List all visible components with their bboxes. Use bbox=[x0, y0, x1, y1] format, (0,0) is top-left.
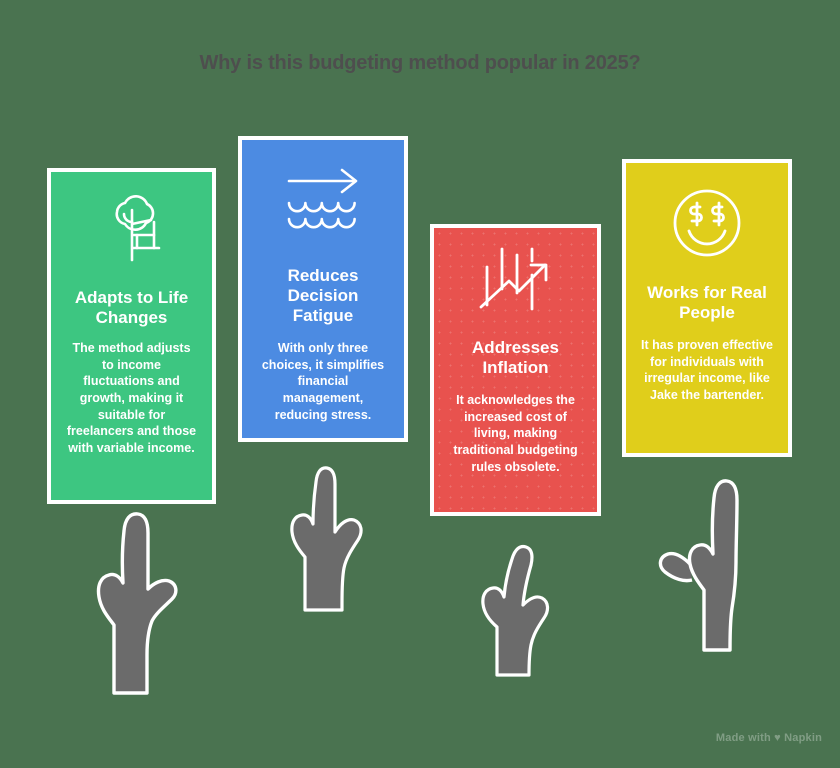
page-title: Why is this budgeting method popular in … bbox=[199, 52, 641, 74]
pointing-up-hand-icon bbox=[658, 479, 739, 652]
card-title: Works for Real People bbox=[647, 283, 767, 323]
card-adapts-to-life-changes[interactable]: Adapts to Life Changes The method adjust… bbox=[47, 168, 216, 504]
arrow-over-waves-icon-wrapper bbox=[256, 162, 390, 242]
card-works-for-real-people[interactable]: Works for Real People It has proven effe… bbox=[622, 159, 792, 457]
card-title: Addresses Inflation bbox=[472, 338, 559, 378]
money-face-smiley-icon-wrapper bbox=[640, 181, 774, 265]
watermark: Made with ♥ Napkin bbox=[715, 732, 822, 744]
card-reduces-decision-fatigue[interactable]: Reduces Decision Fatigue With only three… bbox=[238, 136, 408, 442]
arrow-over-waves-icon bbox=[287, 168, 358, 229]
card-title: Adapts to Life Changes bbox=[74, 288, 189, 328]
card-title: Reduces Decision Fatigue bbox=[287, 266, 359, 326]
card-body: It acknowledges the increased cost of li… bbox=[453, 393, 578, 474]
card-addresses-inflation[interactable]: Addresses Inflation It acknowledges the … bbox=[430, 224, 601, 516]
tree-icon-wrapper bbox=[65, 186, 198, 272]
rising-chart-arrow-icon bbox=[479, 247, 547, 311]
rising-chart-arrow-icon-wrapper bbox=[448, 242, 583, 320]
money-face-smiley-icon bbox=[673, 189, 741, 257]
card-body: With only three choices, it simplifies f… bbox=[261, 341, 385, 422]
pointing-up-hand-icon bbox=[290, 466, 363, 612]
card-body: It has proven effective for individuals … bbox=[641, 338, 773, 402]
pointing-up-hand-icon bbox=[481, 544, 550, 677]
tree-icon bbox=[114, 194, 160, 262]
pointing-up-hand-icon bbox=[96, 512, 178, 695]
card-body: The method adjusts to income fluctuation… bbox=[66, 341, 197, 455]
